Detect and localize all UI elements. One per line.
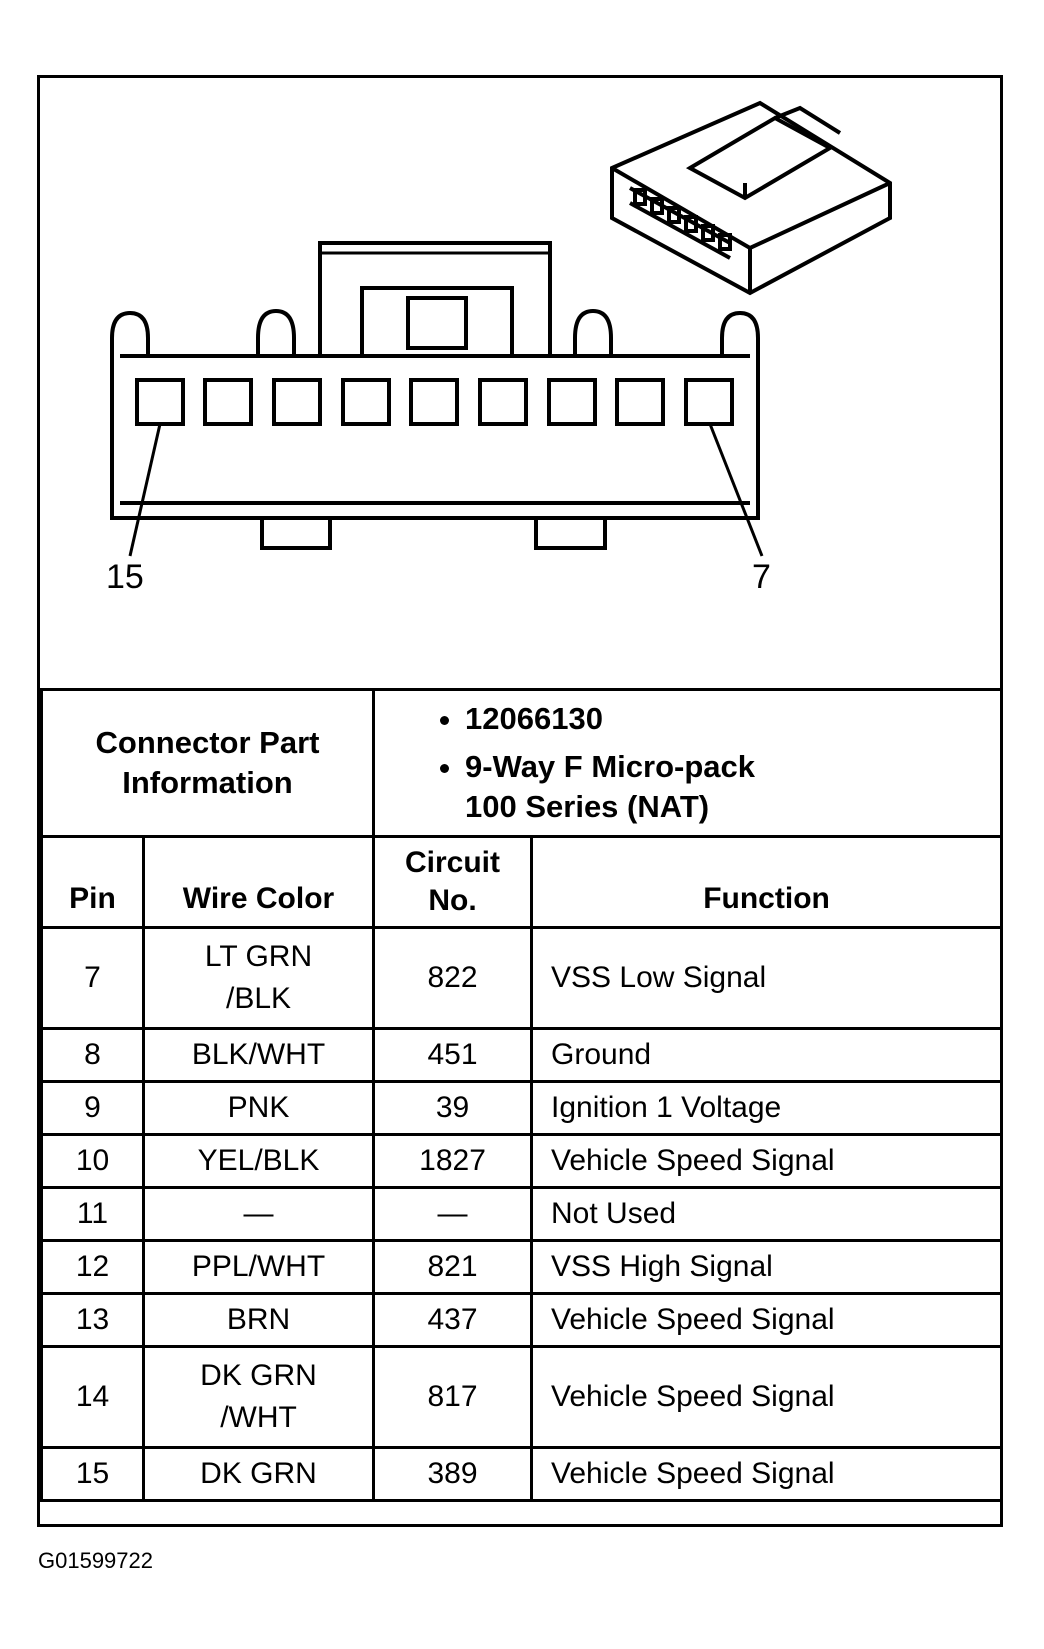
pin-cell: 8 (40, 1027, 145, 1083)
pin-cell: 9 (40, 1080, 145, 1136)
circuit-cell: 821 (372, 1239, 534, 1295)
pin-cell: 11 (40, 1186, 145, 1242)
table-row: 9 PNK 39 Ignition 1 Voltage (40, 1080, 1004, 1136)
function-cell: Ground (530, 1027, 1004, 1083)
pin-label-7: 7 (752, 558, 771, 596)
table-row: 10 YEL/BLK 1827 Vehicle Speed Signal (40, 1133, 1004, 1189)
pin-cell: 14 (40, 1345, 145, 1449)
wire-color-cell: — (141, 1186, 376, 1242)
connector-info-label: Connector Part Information (39, 688, 376, 838)
wire-color-cell: YEL/BLK (141, 1133, 376, 1189)
function-cell: Vehicle Speed Signal (530, 1292, 1004, 1348)
connector-face-drawing (110, 100, 892, 557)
pin-cell: 13 (40, 1292, 145, 1348)
connector-figure: 15 7 Connector Part Information 12066130… (37, 75, 1004, 1527)
circuit-cell: 39 (372, 1080, 534, 1136)
wire-color-cell: BRN (141, 1292, 376, 1348)
circuit-cell: 817 (372, 1345, 534, 1449)
pin-cell: 10 (40, 1133, 145, 1189)
connector-info-row: Connector Part Information 12066130 9-Wa… (39, 688, 1004, 838)
wire-color-cell: PNK (141, 1080, 376, 1136)
wire-color-cell: DK GRN (141, 1446, 376, 1502)
table-row: 13 BRN 437 Vehicle Speed Signal (40, 1292, 1004, 1348)
function-cell: VSS Low Signal (530, 926, 1004, 1030)
function-cell: Vehicle Speed Signal (530, 1133, 1004, 1189)
circuit-cell: 437 (372, 1292, 534, 1348)
table-row: 14 DK GRN/WHT 817 Vehicle Speed Signal (40, 1345, 1004, 1449)
header-pin: Pin (40, 835, 145, 929)
header-function: Function (530, 835, 1004, 929)
circuit-cell: — (372, 1186, 534, 1242)
pin-cell: 12 (40, 1239, 145, 1295)
circuit-cell: 822 (372, 926, 534, 1030)
circuit-cell: 1827 (372, 1133, 534, 1189)
circuit-cell: 451 (372, 1027, 534, 1083)
pin-cell: 15 (40, 1446, 145, 1502)
circuit-cell: 389 (372, 1446, 534, 1502)
table-row: 11 — — Not Used (40, 1186, 1004, 1242)
connector-type: 9-Way F Micro-pack 100 Series (NAT) (465, 747, 1000, 827)
function-cell: Ignition 1 Voltage (530, 1080, 1004, 1136)
header-wire-color: Wire Color (141, 835, 376, 929)
table-row: 7 LT GRN/BLK 822 VSS Low Signal (40, 926, 1004, 1030)
function-cell: Vehicle Speed Signal (530, 1345, 1004, 1449)
wire-color-cell: BLK/WHT (141, 1027, 376, 1083)
function-cell: VSS High Signal (530, 1239, 1004, 1295)
connector-info-values: 12066130 9-Way F Micro-pack 100 Series (… (372, 688, 1004, 838)
image-id: G01599722 (38, 1548, 153, 1573)
wire-color-cell: LT GRN/BLK (141, 926, 376, 1030)
function-cell: Not Used (530, 1186, 1004, 1242)
wire-color-cell: PPL/WHT (141, 1239, 376, 1295)
header-circuit: Circuit No. (372, 835, 534, 929)
table-row: 12 PPL/WHT 821 VSS High Signal (40, 1239, 1004, 1295)
connector-diagram: 15 7 (40, 78, 1000, 688)
table-row: 15 DK GRN 389 Vehicle Speed Signal (40, 1446, 1004, 1502)
header-row: Pin Wire Color Circuit No. Function (40, 835, 1004, 929)
pin-label-15: 15 (106, 558, 144, 596)
function-cell: Vehicle Speed Signal (530, 1446, 1004, 1502)
wire-color-cell: DK GRN/WHT (141, 1345, 376, 1449)
part-number: 12066130 (465, 699, 1000, 739)
table-row: 8 BLK/WHT 451 Ground (40, 1027, 1004, 1083)
pinout-table: Connector Part Information 12066130 9-Wa… (39, 688, 1004, 1502)
pin-cell: 7 (40, 926, 145, 1030)
